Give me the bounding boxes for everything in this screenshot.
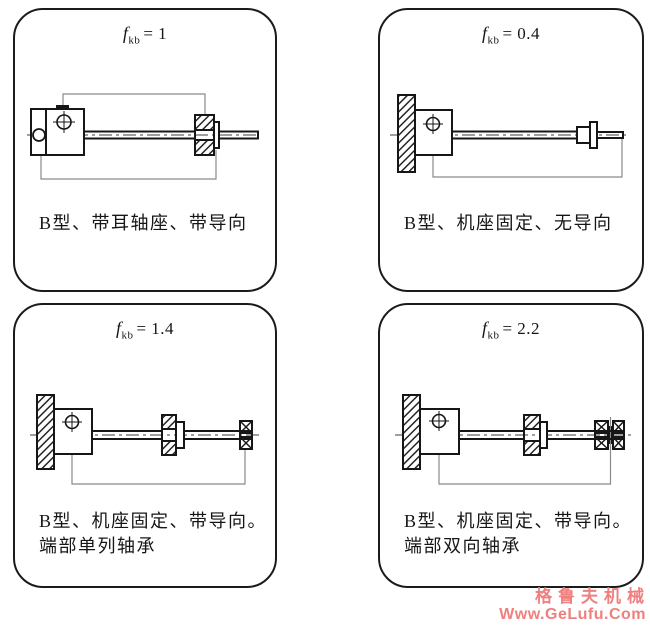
coefficient-subscript: kb xyxy=(487,329,500,342)
panel-caption: B型、机座固定、带导向。 端部单列轴承 xyxy=(39,509,267,559)
end-bearing xyxy=(239,420,253,450)
caption-line-1: B型、机座固定、无导向 xyxy=(404,213,613,233)
coefficient-label: fkb= 2.2 xyxy=(380,318,642,341)
mounting-wall xyxy=(397,94,416,173)
coefficient-symbol: f xyxy=(122,23,129,43)
coefficient-subscript: kb xyxy=(487,34,500,47)
load-frame xyxy=(432,138,623,178)
panel-bottom-left: fkb= 1.4 xyxy=(13,303,277,588)
panel-caption: B型、机座固定、无导向 xyxy=(404,211,613,236)
rod-nut xyxy=(576,126,591,144)
caption-line-1: B型、机座固定、带导向。 xyxy=(404,511,633,531)
caption-line-2: 端部双向轴承 xyxy=(404,536,521,556)
coefficient-symbol: f xyxy=(115,318,122,338)
caption-line-1: B型、机座固定、带导向。 xyxy=(39,511,268,531)
coefficient-subscript: kb xyxy=(121,329,134,342)
caption-line-2: 端部单列轴承 xyxy=(39,536,156,556)
load-frame xyxy=(438,417,612,485)
rod-flange xyxy=(589,121,598,149)
panel-caption: B型、机座固定、带导向。 端部双向轴承 xyxy=(404,509,632,559)
diagram-trunnion-mount-guided xyxy=(27,93,260,180)
load-frame xyxy=(71,449,246,485)
port-crosshair xyxy=(62,412,82,432)
guide-tab xyxy=(56,105,69,109)
rod-flange xyxy=(175,421,185,449)
port-crosshair xyxy=(53,111,75,133)
coefficient-label: fkb= 1 xyxy=(15,23,275,46)
diagram-guided-double-bearing xyxy=(395,394,634,485)
coefficient-value: = 2.2 xyxy=(502,319,541,338)
end-bearing-outer xyxy=(612,420,625,450)
panel-bottom-right: fkb= 2.2 xyxy=(378,303,644,588)
coefficient-value: = 0.4 xyxy=(502,24,541,43)
coefficient-subscript: kb xyxy=(128,34,141,47)
watermark-url: Www.GeLufu.Com xyxy=(499,606,646,623)
mounting-wall xyxy=(402,394,421,470)
coefficient-symbol: f xyxy=(481,23,488,43)
port-crosshair xyxy=(423,114,443,134)
trunnion-ear-hole xyxy=(32,128,46,142)
piston-rod xyxy=(452,130,624,140)
diagram-guided-single-row-bearing xyxy=(30,394,259,485)
watermark-brand: 格鲁夫机械 xyxy=(535,587,650,606)
coefficient-label: fkb= 0.4 xyxy=(380,23,642,46)
diagram-base-fixed-unguided xyxy=(390,94,629,178)
guide-frame xyxy=(40,93,217,180)
coefficient-label: fkb= 1.4 xyxy=(15,318,275,341)
piston-rod xyxy=(84,130,259,140)
port-crosshair xyxy=(429,411,449,431)
rod-flange xyxy=(213,121,220,149)
coefficient-value: = 1 xyxy=(143,24,168,43)
watermark: 格鲁夫机械 Www.GeLufu.Com xyxy=(499,588,646,624)
end-bearing-inner xyxy=(594,420,609,450)
panel-caption: B型、带耳轴座、带导向 xyxy=(39,211,248,236)
panel-top-left: fkb= 1 xyxy=(13,8,277,292)
panel-top-right: fkb= 0.4 B型、机座固定、无导向 xyxy=(378,8,644,292)
rod-flange xyxy=(539,421,548,449)
cylinder-body xyxy=(53,408,93,455)
caption-line-1: B型、带耳轴座、带导向 xyxy=(39,213,248,233)
mounting-wall xyxy=(36,394,55,470)
coefficient-symbol: f xyxy=(481,318,488,338)
coefficient-value: = 1.4 xyxy=(136,319,175,338)
